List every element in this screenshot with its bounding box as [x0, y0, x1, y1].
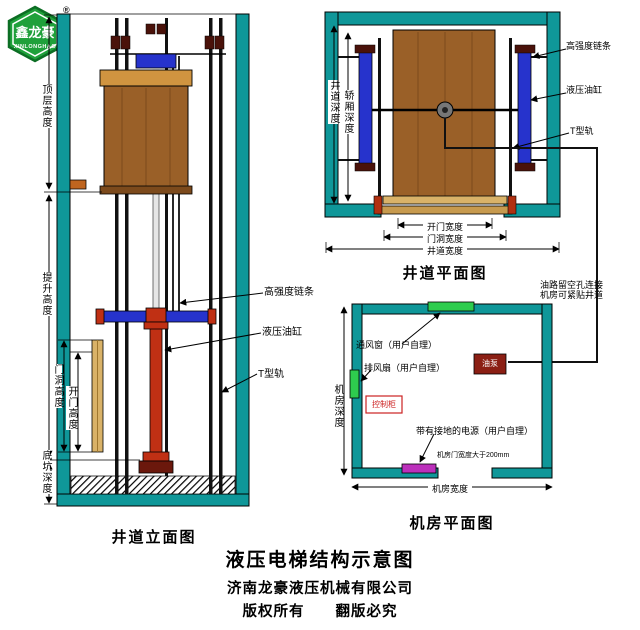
cylinder-plan [372, 101, 518, 119]
door-width-note: 机房门宽度大于200mm [437, 452, 510, 459]
rail-columns-plan [354, 44, 536, 172]
dim-label-shaft-width: 井道宽度 [423, 244, 467, 257]
plan-top-wall [324, 11, 561, 26]
machine-room-view [340, 301, 553, 491]
company-name: 济南龙豪液压机械有限公司 [227, 581, 413, 597]
plan-bottom-wall-left [324, 203, 382, 218]
shaft-plan-view [324, 11, 570, 253]
elev-bottom-wall [56, 493, 250, 507]
dim-label-machine-room-depth: 机房深度 [332, 384, 343, 428]
dim-label-door-opening-height: 门洞高度 [52, 364, 63, 408]
dim-label-lift-height: 提升高度 [40, 272, 51, 316]
exhaust-fan [349, 369, 360, 399]
dim-label-door-open-height: 开门高度 [66, 386, 77, 430]
machine-room-caption: 机房平面图 [409, 515, 495, 532]
annotation-chain-elevation: 高强度链条 [264, 287, 314, 298]
annotation-cylinder-plan: 液压油缸 [566, 85, 603, 95]
power-label: 带有接地的电源（用户自理） [416, 426, 534, 436]
annotation-cylinder-elevation: 液压油缸 [262, 327, 302, 338]
elevation-view [44, 13, 264, 507]
oil-line-note-line2: 机房可紧贴井道 [540, 290, 604, 300]
plan-leader-lines [512, 48, 570, 150]
machine-room-leader-lines [360, 312, 441, 463]
copyright-line: 版权所有 翻版必究 [242, 604, 398, 620]
elev-right-wall [235, 13, 250, 507]
car-header [99, 69, 193, 87]
pit-hatch [70, 475, 236, 495]
dim-label-car-depth: 轿厢深度 [342, 90, 353, 134]
dim-label-machine-room-width: 机房宽度 [428, 482, 472, 495]
oil-line [444, 118, 598, 363]
mr-bottom-wall-left [351, 467, 439, 479]
elevation-caption: 井道立面图 [111, 529, 197, 546]
pump-label: 油泵 [482, 359, 498, 368]
mr-bottom-wall-right [491, 467, 553, 479]
control-cabinet-box [365, 395, 403, 414]
car-elevation [99, 69, 193, 195]
vent-window [427, 301, 475, 312]
guide-rails-elevation [115, 18, 223, 494]
dim-label-top-height: 顶层高度 [40, 84, 51, 128]
guide-rails-plan [378, 38, 512, 196]
mr-right-wall [541, 303, 553, 479]
shaft-plan-caption: 井道平面图 [402, 265, 488, 282]
dim-label-door-opening-width: 门洞宽度 [423, 232, 467, 245]
car-sill [99, 185, 193, 195]
exhaust-fan-label: 排风扇（用户自理） [364, 363, 446, 373]
crosshead-beam [135, 53, 177, 69]
power-outlet-bar [401, 463, 437, 474]
annotation-rail-plan: T型轨 [570, 126, 594, 136]
top-rail-blocks [110, 23, 225, 50]
pump-unit-box [473, 353, 507, 375]
oil-line-note: 油路留空孔连接 机房可紧贴井道 [540, 280, 618, 300]
landing-door-elevation [91, 339, 104, 453]
registered-mark-icon: ® [63, 5, 70, 15]
vent-window-label: 通风窗（用户自理） [356, 340, 438, 350]
dim-label-shaft-depth: 井道深度 [328, 80, 339, 124]
page-title: 液压电梯结构示意图 [225, 550, 415, 571]
cylinder-base [138, 460, 174, 474]
logo-latin-text: XINLONGHAO [14, 44, 57, 50]
dim-label-pit-depth: 底坑深度 [40, 450, 51, 494]
control-cabinet-label: 控制柜 [372, 400, 396, 409]
annotation-rail-elevation: T型轨 [258, 369, 285, 380]
door-sill-plan [373, 195, 517, 215]
oil-line-note-line1: 油路留空孔连接 [540, 280, 604, 290]
annotation-chain-plan: 高强度链条 [566, 41, 612, 51]
plan-right-wall [546, 11, 561, 218]
dim-label-door-open-width: 开门宽度 [423, 220, 467, 233]
logo-brand-text: 鑫龙豪 [14, 25, 54, 40]
elevation-leader-lines [164, 292, 264, 393]
landing-sill-block [69, 179, 87, 190]
hydraulic-cylinder-elevation [138, 321, 174, 474]
